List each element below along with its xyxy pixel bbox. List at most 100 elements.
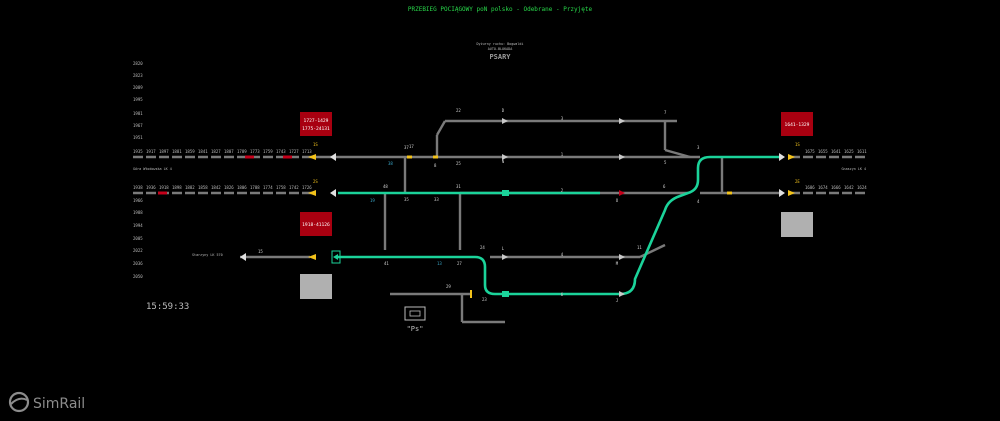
track-number: 6	[561, 292, 564, 297]
occupied-block	[158, 191, 167, 195]
signal-arrow-icon	[619, 154, 625, 160]
dispatcher-label: Dyżurny ruchu: Bogwaldi	[477, 42, 524, 46]
train-box-3[interactable]: 1641-1329	[781, 112, 813, 136]
block-number: 1897	[159, 149, 169, 154]
block-number: 1826	[224, 185, 234, 190]
left-col-item: 1967	[133, 123, 143, 128]
svg-text:1675: 1675	[805, 149, 815, 154]
left-col-item: 2036	[133, 261, 143, 266]
svg-text:13: 13	[437, 261, 442, 266]
signal-arrow-icon	[619, 254, 625, 260]
svg-text:2S: 2S	[313, 179, 318, 184]
ps-indicator[interactable]: "Ps"	[404, 306, 426, 333]
block-number: 1807	[224, 149, 234, 154]
svg-text:1655: 1655	[818, 149, 828, 154]
signal-arrow-icon	[308, 154, 316, 160]
block-number: 1758	[276, 185, 286, 190]
svg-text:27: 27	[457, 261, 462, 266]
left-number-column: 2820 2823 2089 1995 1981 1967 1951 1966 …	[133, 61, 143, 279]
point-marker	[727, 191, 732, 195]
svg-text:8: 8	[434, 163, 437, 168]
svg-text:1641: 1641	[831, 149, 841, 154]
svg-text:35: 35	[404, 197, 409, 202]
svg-text:2E: 2E	[795, 179, 800, 184]
svg-text:22: 22	[456, 108, 461, 113]
svg-text:15: 15	[258, 249, 263, 254]
svg-text:1666: 1666	[831, 185, 841, 190]
track-number: O	[616, 198, 619, 203]
signal-arrow-icon	[779, 153, 785, 161]
signal-arrow-icon	[619, 190, 625, 196]
block-number: 1936	[146, 185, 156, 190]
block-number: 1743	[276, 149, 286, 154]
track-number: M	[616, 261, 619, 266]
block-label: AUTO-BLOKADA	[488, 47, 513, 51]
block-number: 1858	[198, 185, 208, 190]
left-col-item: 1988	[133, 210, 143, 215]
block-number: 1938	[133, 185, 143, 190]
block-number: 1859	[185, 149, 195, 154]
svg-text:1674: 1674	[818, 185, 828, 190]
left-col-item: 2050	[133, 274, 143, 279]
track-number: 3	[561, 116, 564, 121]
direction-right: Gnaszyn LK 4	[842, 167, 867, 171]
station-tracks[interactable]	[240, 119, 866, 324]
block-number: 1935	[133, 149, 143, 154]
ps-label: "Ps"	[407, 325, 424, 333]
svg-text:1624: 1624	[857, 185, 867, 190]
svg-text:25: 25	[456, 161, 461, 166]
block-number: 1789	[237, 149, 247, 154]
svg-text:3: 3	[697, 145, 700, 150]
svg-text:6: 6	[663, 184, 666, 189]
left-col-item: 1994	[133, 223, 143, 228]
block-number: 1806	[237, 185, 247, 190]
svg-text:33: 33	[434, 197, 439, 202]
direction-left-top: Góra Włodowska LK 4	[133, 167, 172, 171]
logo-text: SimRail	[33, 396, 85, 412]
empty-train-slot[interactable]	[300, 274, 332, 299]
svg-text:1642: 1642	[844, 185, 854, 190]
left-col-item: 1981	[133, 111, 143, 116]
direction-left-bottom: Starzyny LK 570	[192, 253, 223, 257]
svg-text:38: 38	[388, 161, 393, 166]
top-approach-track[interactable]	[133, 155, 312, 159]
point-marker	[433, 155, 438, 159]
block-number: 1842	[211, 185, 221, 190]
svg-text:1S: 1S	[795, 142, 800, 147]
left-col-item: 1995	[133, 97, 143, 102]
svg-text:48: 48	[383, 184, 388, 189]
station-name: PSARY	[489, 53, 511, 61]
train-number: 1775-24131	[302, 126, 330, 132]
signal-arrow-icon	[779, 189, 785, 197]
block-number: 1726	[302, 185, 312, 190]
svg-text:1611: 1611	[857, 149, 867, 154]
block-number: 1742	[289, 185, 299, 190]
track-labels: 3 1 2 4 6 J M N O D L	[502, 108, 619, 303]
block-number: 1917	[146, 149, 156, 154]
block-number: 1788	[250, 185, 260, 190]
route-banner: PRZEBIEG POCIĄGOWY poN polsko - Odebrane…	[408, 6, 593, 13]
block-number: 1841	[198, 149, 208, 154]
signal-arrow-icon	[788, 154, 795, 160]
train-box-1[interactable]: 1727-1429 1775-24131	[300, 112, 332, 136]
active-route[interactable]	[338, 155, 780, 296]
point-marker	[407, 155, 412, 159]
signal-arrow-icon	[240, 253, 246, 261]
block-number: 1882	[185, 185, 195, 190]
empty-train-slot[interactable]	[781, 212, 813, 237]
svg-text:11: 11	[637, 245, 642, 250]
signal-markers[interactable]	[240, 118, 795, 298]
left-col-item: 1951	[133, 135, 143, 140]
signal-arrow-icon	[502, 254, 508, 260]
svg-text:4: 4	[697, 199, 700, 204]
track-number: J	[616, 298, 618, 303]
train-box-2[interactable]: 1918-41126	[300, 212, 332, 236]
mid-approach-track[interactable]	[133, 191, 312, 195]
svg-text:1625: 1625	[844, 149, 854, 154]
svg-text:31: 31	[456, 184, 461, 189]
track-number: L	[502, 246, 505, 251]
right-top-numbers: 1675 1655 1641 1625 1611	[805, 149, 867, 154]
simrail-logo: SimRail	[8, 391, 85, 413]
signal-arrow-icon	[619, 291, 625, 297]
